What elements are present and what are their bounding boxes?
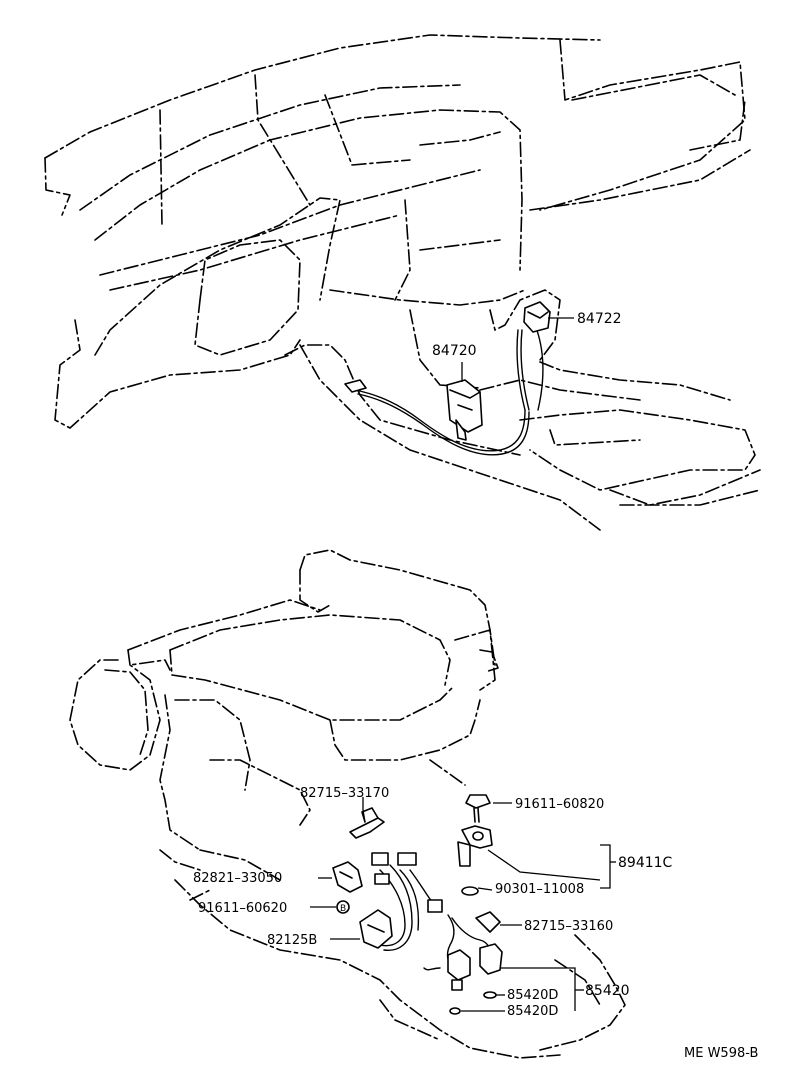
label-84722: 84722	[577, 311, 622, 327]
diagram-reference-code: ME W598-B	[684, 1046, 758, 1061]
label-91611-60820: 91611–60820	[515, 797, 604, 812]
part-91611-60620-bolt	[336, 900, 350, 914]
part-85420D-orings	[449, 991, 497, 1015]
part-82821-33050-holder	[332, 861, 363, 893]
label-91611-60620: 91611–60620	[198, 901, 287, 916]
label-89411C: 89411C	[618, 855, 673, 871]
label-82821-33050: 82821–33050	[193, 871, 282, 886]
label-85420: 85420	[585, 983, 630, 999]
label-82125B: 82125B	[267, 933, 317, 948]
part-84720-ecu	[446, 379, 483, 441]
upper-connector-plug	[344, 379, 367, 393]
label-85420D-lower: 85420D	[507, 1004, 558, 1019]
interior-outline	[44, 34, 761, 531]
part-84722-switch	[523, 301, 551, 333]
upper-connector-blocks	[371, 852, 443, 913]
lower-leaders	[310, 797, 616, 1012]
label-85420D-upper: 85420D	[507, 988, 558, 1003]
upper-wire-harness	[344, 324, 544, 456]
part-89411C-sensor	[457, 825, 493, 867]
part-91611-60820-bolt	[465, 794, 491, 823]
label-84720: 84720	[432, 343, 477, 359]
part-82125B-connector	[359, 909, 393, 949]
part-90301-11008-oring	[461, 886, 479, 896]
part-85420-solenoid	[447, 943, 503, 991]
engine-outline	[69, 549, 626, 1059]
lower-wire-harness	[379, 864, 492, 971]
callout-b-label: B	[340, 904, 346, 914]
label-90301-11008: 90301–11008	[495, 882, 584, 897]
upper-leaders	[461, 317, 574, 382]
label-82715-33160: 82715–33160	[524, 919, 613, 934]
label-82715-33170: 82715–33170	[300, 786, 389, 801]
part-82715-33160-clamp	[475, 911, 501, 933]
part-82715-33170-clamp	[349, 807, 385, 839]
